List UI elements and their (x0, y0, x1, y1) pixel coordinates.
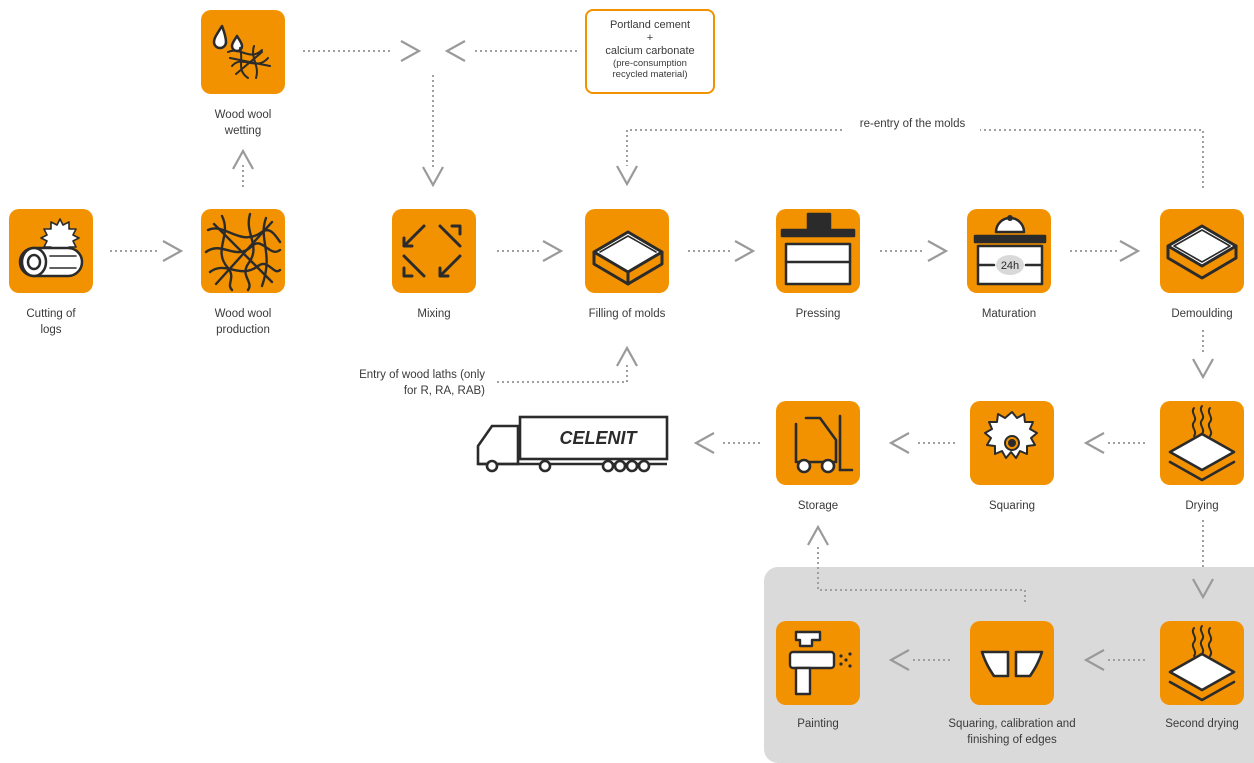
arrow-down (421, 165, 445, 187)
step-label-second-drying: Second drying (1165, 718, 1239, 730)
arrow-down (615, 164, 639, 186)
source-line-3: (pre-consumption (613, 58, 687, 69)
spray-gun-icon (788, 630, 852, 696)
connectors (110, 50, 1204, 661)
arrow-down (1191, 357, 1215, 379)
step-label-mixing: Mixing (417, 308, 451, 320)
source-materials-box: Portland cement + calcium carbonate (pre… (585, 9, 715, 94)
arrow-up (806, 525, 830, 547)
drying-sheets-icon (1168, 625, 1236, 702)
step-label-storage: Storage (797, 500, 839, 512)
maturation-24h-icon: 24h (973, 215, 1047, 286)
arrow-right (1118, 239, 1140, 263)
step-label-squaring: Squaring (988, 500, 1036, 512)
truck-brand-text: CELENIT (559, 428, 638, 448)
mold-tray-icon (592, 230, 664, 286)
reentry-molds-note: re-entry of the molds (859, 118, 966, 130)
step-label-finishing: Squaring, calibration and finishing of e… (948, 718, 1076, 746)
arrow-right (926, 239, 948, 263)
source-line-4: recycled material) (612, 69, 688, 80)
press-icon (780, 212, 856, 286)
tile-mixing (392, 209, 476, 293)
circular-saw-icon (984, 411, 1038, 459)
drying-sheets-icon (1168, 405, 1236, 482)
edge-profile-icon (980, 650, 1044, 678)
step-label-production: Wood wool production (214, 308, 272, 336)
source-plus: + (646, 32, 654, 44)
saw-blade-log-icon (18, 218, 84, 278)
mixing-arrows-icon (402, 224, 462, 278)
water-drops-wood-wool-icon (212, 24, 271, 79)
arrow-left (694, 431, 716, 455)
maturation-24h-text: 24h (1001, 260, 1019, 272)
step-label-maturation: Maturation (981, 308, 1037, 320)
arrowheads (161, 39, 1215, 672)
delivery-truck-icon: CELENIT (476, 415, 669, 473)
step-label-wetting: Wood wool wetting (214, 109, 272, 137)
icon-tiles (9, 10, 1244, 705)
arrow-up (615, 346, 639, 368)
arrow-right (161, 239, 183, 263)
arrow-left (889, 431, 911, 455)
step-label-cutting: Cutting of logs (26, 308, 76, 336)
tile-storage (776, 401, 860, 485)
arrow-left (1084, 648, 1106, 672)
arrow-left (445, 39, 467, 63)
demoulding-tray-icon (1166, 224, 1238, 280)
arrow-right (541, 239, 563, 263)
arrow-left (889, 648, 911, 672)
source-line-2: calcium carbonate (605, 45, 695, 57)
step-label-demoulding: Demoulding (1171, 308, 1233, 320)
step-label-drying: Drying (1185, 500, 1219, 512)
step-label-pressing: Pressing (795, 308, 841, 320)
arrow-left (1084, 431, 1106, 455)
entry-wood-laths-note: Entry of wood laths (only for R, RA, RAB… (359, 369, 485, 397)
forklift-icon (794, 414, 854, 474)
arrow-right (399, 39, 421, 63)
arrow-right (733, 239, 755, 263)
wood-wool-icon (204, 212, 282, 292)
step-label-filling: Filling of molds (588, 308, 666, 320)
tile-finishing (970, 621, 1054, 705)
step-label-painting: Painting (797, 718, 839, 730)
arrow-down (1191, 577, 1215, 599)
source-line-1: Portland cement (609, 19, 691, 31)
